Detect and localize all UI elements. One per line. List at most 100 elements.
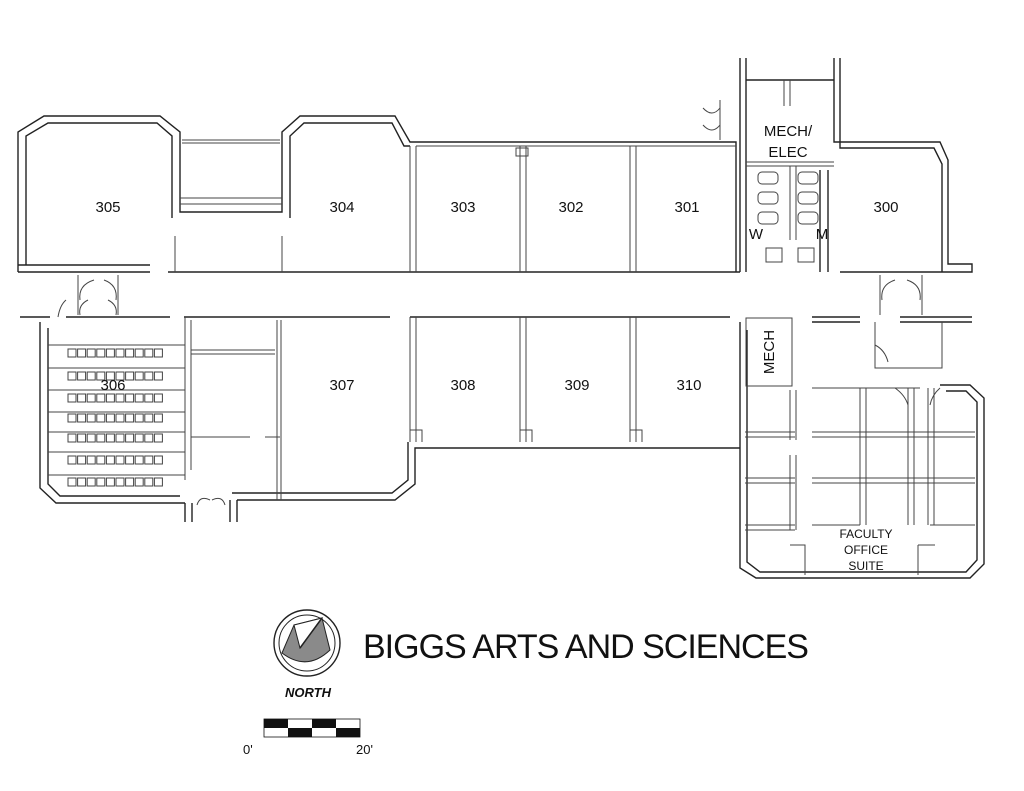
seat	[125, 455, 135, 465]
room-304-label: 304	[329, 199, 354, 216]
seat	[134, 371, 144, 381]
seat	[105, 477, 115, 487]
seat	[96, 477, 106, 487]
seat	[77, 413, 87, 423]
seat	[144, 477, 154, 487]
room-302-label: 302	[558, 199, 583, 216]
outer-walls	[17, 58, 985, 579]
room-labels: 305 304 303 302 301 300 306 307 308 309 …	[95, 123, 898, 573]
seat	[77, 371, 87, 381]
room-306-label: 306	[100, 377, 125, 394]
seat	[67, 413, 77, 423]
room-303-label: 303	[450, 199, 475, 216]
seat	[86, 371, 96, 381]
seat	[105, 433, 115, 443]
north-arrow-icon	[273, 609, 341, 677]
seat	[77, 477, 87, 487]
mens-restroom-label: M	[816, 226, 829, 243]
seat	[125, 477, 135, 487]
mech-label: MECH	[761, 330, 778, 374]
faculty-suite-line3: SUITE	[848, 559, 883, 573]
seat	[144, 348, 154, 358]
room-308-label: 308	[450, 377, 475, 394]
mech-elec-label-line2: ELEC	[768, 144, 807, 161]
seat	[153, 477, 163, 487]
seat	[115, 455, 125, 465]
seat	[144, 413, 154, 423]
seat	[86, 413, 96, 423]
seat	[77, 455, 87, 465]
seat	[134, 477, 144, 487]
seat	[86, 393, 96, 403]
room-301-label: 301	[674, 199, 699, 216]
seat	[144, 455, 154, 465]
seat	[115, 413, 125, 423]
seat	[153, 413, 163, 423]
north-label: NORTH	[285, 685, 332, 700]
mech-elec-label-line1: MECH/	[764, 123, 813, 140]
room-305-label: 305	[95, 199, 120, 216]
seat	[86, 455, 96, 465]
seat	[115, 348, 125, 358]
seat	[115, 393, 125, 403]
seat	[125, 371, 135, 381]
seat	[96, 348, 106, 358]
seat	[67, 393, 77, 403]
faculty-suite-line1: FACULTY	[839, 527, 892, 541]
seat	[77, 393, 87, 403]
seat	[96, 393, 106, 403]
seat	[96, 455, 106, 465]
seat	[67, 477, 77, 487]
seat	[67, 371, 77, 381]
doors	[57, 100, 941, 506]
room-307-label: 307	[329, 377, 354, 394]
scale-end-label: 20'	[356, 742, 373, 757]
seat	[125, 413, 135, 423]
seat	[105, 393, 115, 403]
seat	[105, 371, 115, 381]
room-309-label: 309	[564, 377, 589, 394]
seat	[86, 433, 96, 443]
seat	[77, 348, 87, 358]
faculty-suite-line2: OFFICE	[844, 543, 888, 557]
seat	[67, 348, 77, 358]
seat	[125, 433, 135, 443]
seat	[115, 433, 125, 443]
seat	[67, 455, 77, 465]
room-300-label: 300	[873, 199, 898, 216]
seat	[77, 433, 87, 443]
scale-start-label: 0'	[243, 742, 253, 757]
seat	[96, 371, 106, 381]
seat	[144, 371, 154, 381]
seat	[125, 348, 135, 358]
interior-walls	[174, 80, 975, 575]
seat	[105, 413, 115, 423]
seat	[105, 455, 115, 465]
seat	[153, 348, 163, 358]
building-title: BIGGS ARTS AND SCIENCES	[363, 628, 808, 666]
seat	[134, 413, 144, 423]
scale-bar	[263, 718, 361, 738]
lecture-seating	[48, 344, 185, 487]
seat	[115, 371, 125, 381]
seat	[67, 433, 77, 443]
seat	[153, 433, 163, 443]
seat	[153, 371, 163, 381]
seat	[144, 433, 154, 443]
seat	[153, 455, 163, 465]
seat	[134, 433, 144, 443]
seat	[96, 433, 106, 443]
womens-restroom-label: W	[749, 226, 764, 243]
restroom-fixtures	[515, 147, 819, 263]
room-310-label: 310	[676, 377, 701, 394]
seat	[86, 348, 96, 358]
seat	[125, 393, 135, 403]
seat	[134, 455, 144, 465]
seat	[134, 393, 144, 403]
seat	[105, 348, 115, 358]
seat	[153, 393, 163, 403]
seat	[96, 413, 106, 423]
seat	[134, 348, 144, 358]
seat	[86, 477, 96, 487]
